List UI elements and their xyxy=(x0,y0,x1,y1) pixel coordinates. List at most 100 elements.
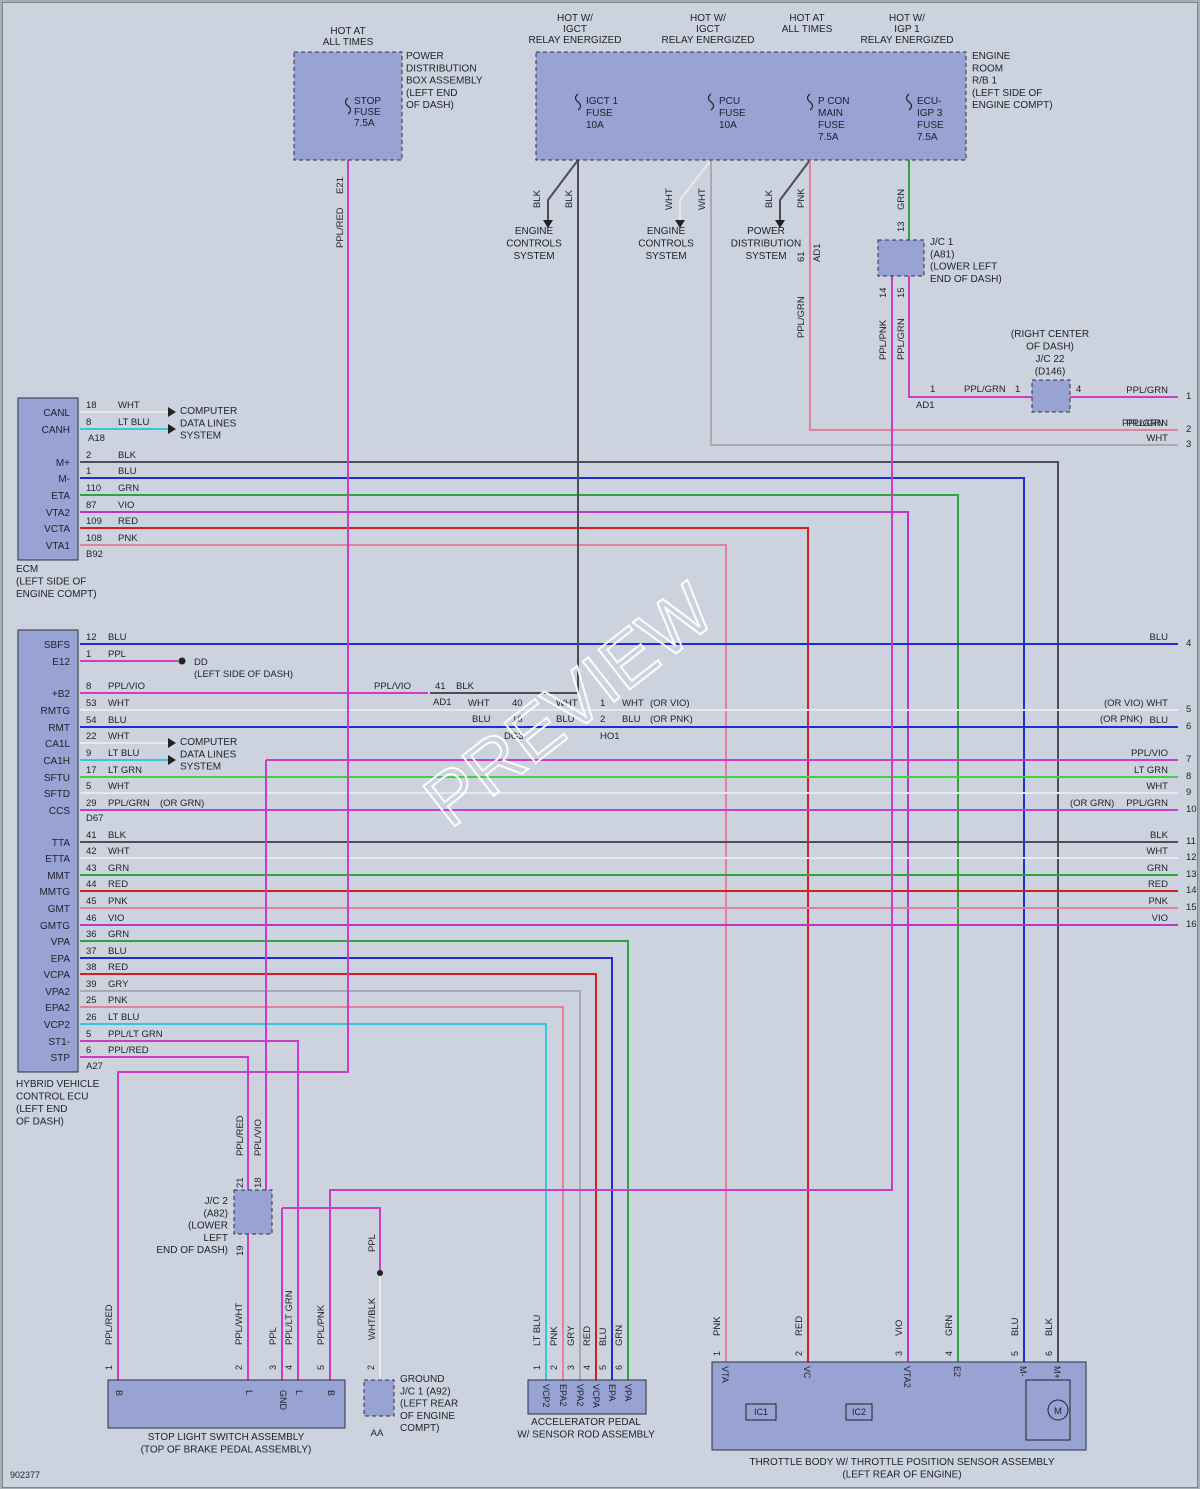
right-edge-num: 12 xyxy=(1186,852,1197,863)
pdb-header: ALL TIMES xyxy=(323,37,374,48)
arrow-icon xyxy=(168,738,176,748)
hv-ecu-pin-num: 12 xyxy=(86,632,97,643)
right-wire-color: PNK xyxy=(1148,896,1168,907)
wire-color: GRY xyxy=(566,1325,577,1346)
ecm-label: ENGINE COMPT) xyxy=(16,589,97,600)
ecm-wire-color: WHT xyxy=(118,400,140,411)
arrow-icon xyxy=(168,424,176,434)
ecm-pin-num: 18 xyxy=(86,400,97,411)
vpa2-wire xyxy=(80,990,581,1380)
alt-color-note: (OR VIO) xyxy=(650,698,690,709)
hv-ecu-wire-color: LT BLU xyxy=(108,748,139,759)
ecm-connector: A18 xyxy=(88,433,105,444)
vcp2-wire xyxy=(80,1023,547,1380)
wire-color: WHT xyxy=(468,698,490,709)
hv-ecu-pin-name: VCPA xyxy=(44,970,71,981)
pin-num: 1 xyxy=(712,1351,722,1356)
ground-aa-box xyxy=(363,1379,395,1417)
hv-ecu-wire-color: WHT xyxy=(108,781,130,792)
hv-ecu-pin-num: 25 xyxy=(86,995,97,1006)
wire-color: WHT xyxy=(664,188,675,210)
hv-ecu-wire-color: LT GRN xyxy=(108,765,142,776)
pin-num: 3 xyxy=(566,1365,576,1370)
relay-header: IGP 1 xyxy=(894,24,920,35)
system-label: CONTROLS xyxy=(638,239,694,250)
epa-wire xyxy=(80,957,613,1380)
wire-color: BLU xyxy=(472,714,491,725)
right-edge-num: 10 xyxy=(1186,804,1197,815)
hv-ecu-pin-name: ETTA xyxy=(45,854,70,865)
connector: AD1 xyxy=(433,697,451,708)
stop-fuse-label: FUSE xyxy=(354,107,381,118)
pin-num: 4 xyxy=(944,1351,954,1356)
pcon-pnk-2-wire xyxy=(809,160,1178,431)
hv-ecu-wire-color: RED xyxy=(108,962,128,973)
wire-color: PPL/GRN xyxy=(964,384,1006,395)
relay-header: IGCT xyxy=(696,24,720,35)
right-edge-num: 1 xyxy=(1186,391,1191,402)
system-label: ENGINE xyxy=(515,226,554,237)
right-wire-color: PPL/GRN xyxy=(1126,798,1168,809)
hv-ecu-pin-num: 43 xyxy=(86,863,97,874)
hv-ecu-pin-name: SFTD xyxy=(44,789,70,800)
hv-ecu-pin-name: STP xyxy=(51,1053,71,1064)
right-edge-num: 5 xyxy=(1186,704,1191,715)
right-edge-num: 8 xyxy=(1186,771,1191,782)
wire-color: PPL xyxy=(268,1327,279,1345)
hybrid-vehicle-ecu-box xyxy=(17,629,79,1073)
stop-switch-pin: B xyxy=(114,1390,124,1396)
wire-color: GRN xyxy=(944,1315,955,1336)
pin-num: 1 xyxy=(104,1365,114,1370)
hv-ecu-pin-name: TTA xyxy=(52,838,70,849)
wire-color: PPL/LT GRN xyxy=(284,1290,295,1345)
ic1-box xyxy=(745,1403,777,1421)
throttle-pin: VTA2 xyxy=(902,1366,912,1388)
hv-ecu-pin-name: GMT xyxy=(48,904,70,915)
wire-color: PNK xyxy=(549,1326,560,1346)
jc1-label: J/C 1 xyxy=(930,237,954,248)
conn-pin: 40 xyxy=(512,698,523,709)
accel-pin: VPA xyxy=(623,1384,633,1401)
fuse-label: P CON xyxy=(818,96,850,107)
relay-header: HOT W/ xyxy=(690,13,726,24)
pin-num: 4 xyxy=(582,1365,592,1370)
hv-ecu-pin-name: VCP2 xyxy=(44,1020,71,1031)
right-wire-color: PPL/VIO xyxy=(1131,748,1168,759)
conn-pin: 19 xyxy=(235,1245,246,1256)
hv-ecu-pin-name: VPA xyxy=(51,937,71,948)
stop-switch-pin: B xyxy=(326,1390,336,1396)
pin-num: 1 xyxy=(532,1365,542,1370)
connector: AD1 xyxy=(812,244,823,262)
right-wire-color: VIO xyxy=(1152,913,1168,924)
pdb-label: BOX ASSEMBLY xyxy=(406,76,483,87)
fuse-label: FUSE xyxy=(719,108,746,119)
wire-color: PNK xyxy=(712,1316,723,1336)
fuse-label: MAIN xyxy=(818,108,843,119)
engine-room-rb-label: ENGINE COMPT) xyxy=(972,100,1053,111)
computer-data-lines-label: SYSTEM xyxy=(180,431,221,442)
hv-ecu-pin-name: EPA xyxy=(51,954,71,965)
engine-room-relay-box xyxy=(535,51,967,161)
ecm-wire-color: LT BLU xyxy=(118,417,149,428)
hv-ecu-pin-name: VPA2 xyxy=(45,987,70,998)
pin-num: 2 xyxy=(366,1365,376,1370)
wire-color: GRN xyxy=(614,1325,625,1346)
alt-color-note: (OR PNK) xyxy=(1100,714,1143,725)
right-edge-num: 15 xyxy=(1186,902,1197,913)
hv-ecu-pin-name: SBFS xyxy=(44,640,70,651)
hv-ecu-pin-name: RMTG xyxy=(41,706,71,717)
right-edge-num: 11 xyxy=(1186,836,1196,847)
pdb-label: OF DASH) xyxy=(406,100,454,111)
fuse-label: FUSE xyxy=(917,120,944,131)
hv-ecu-wire-color: BLU xyxy=(108,715,127,726)
ecm-wire-color: BLK xyxy=(118,450,137,461)
st1-minus-wire xyxy=(80,1040,299,1380)
relay-header: ALL TIMES xyxy=(782,24,833,35)
pcu-wht-3-wire xyxy=(710,160,1178,446)
right-wire-color: WHT xyxy=(1146,433,1168,444)
right-wire-color: PPL/GRN xyxy=(1126,418,1168,429)
wire-color: WHT xyxy=(622,698,644,709)
hv-ecu-wire-color: PPL/GRN xyxy=(108,798,150,809)
hv-ecu-pin-num: 8 xyxy=(86,681,91,692)
wire-color: BLK xyxy=(764,189,775,208)
